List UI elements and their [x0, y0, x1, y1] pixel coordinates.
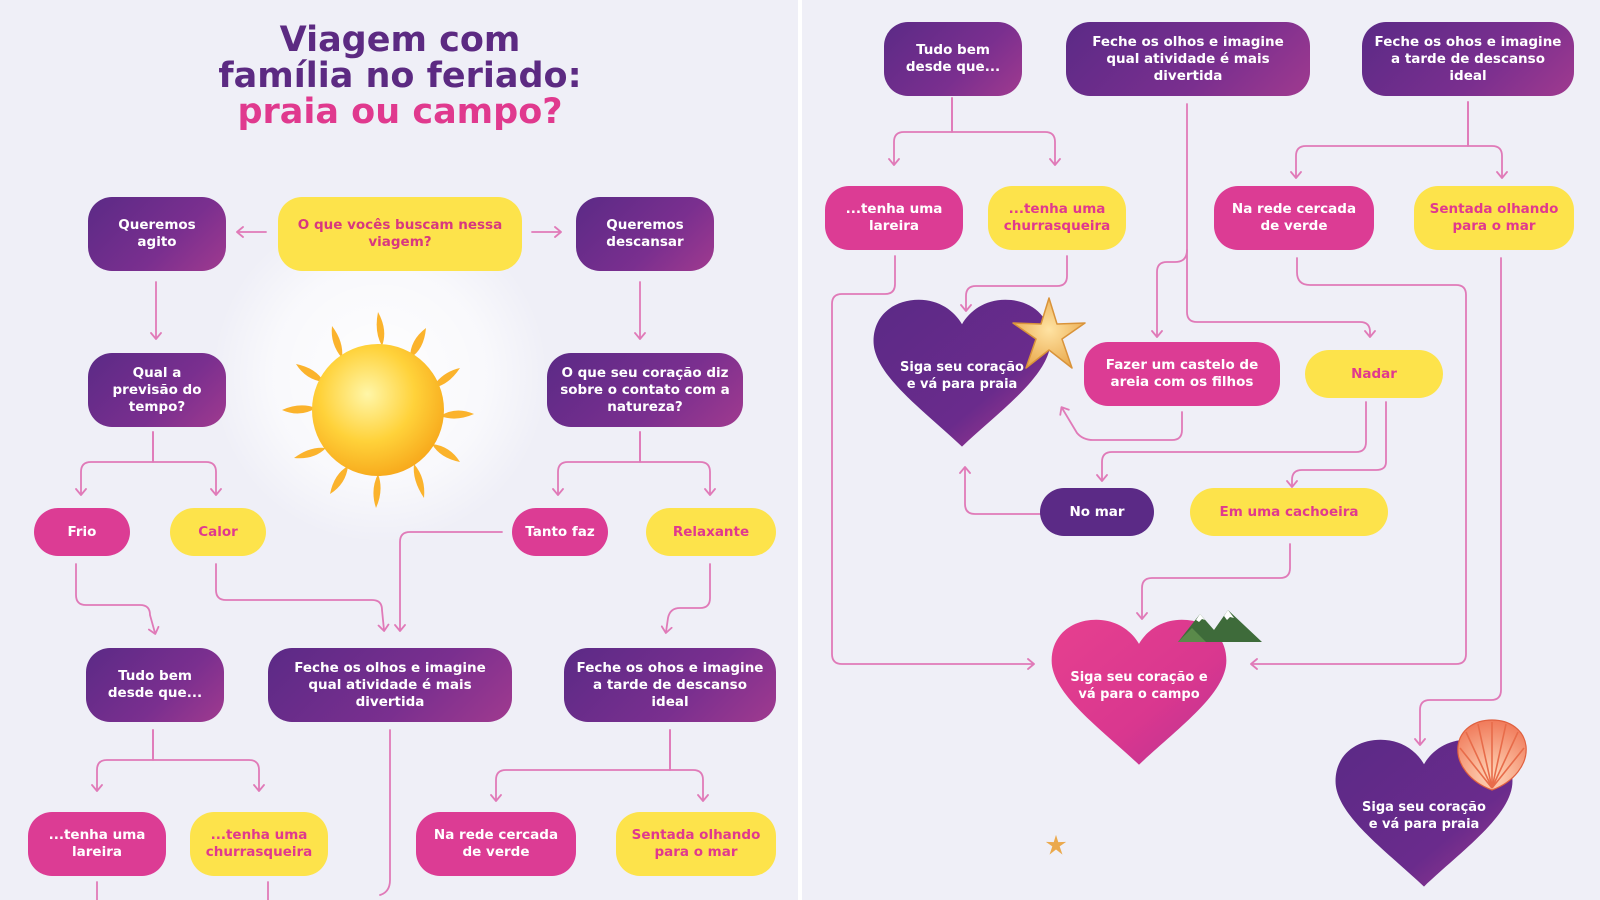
node-nadar: Nadar [1305, 350, 1443, 398]
heart-praia-2 [1335, 739, 1513, 887]
node-coracao: O que seu coração diz sobre o contato co… [547, 353, 743, 427]
node-churrasqueira: ...tenha uma churrasqueira [190, 812, 328, 876]
node-question: O que vocês buscam nessa viagem? [278, 197, 522, 271]
node-right-lareira: ...tenha uma lareira [825, 186, 963, 250]
node-calor: Calor [170, 508, 266, 556]
node-previsao: Qual a previsão do tempo? [88, 353, 226, 427]
node-right-sentada: Sentada olhando para o mar [1414, 186, 1574, 250]
node-castelo: Fazer um castelo de areia com os filhos [1084, 342, 1280, 406]
heart-praia-2-label: Siga seu coração e vá para praia [1362, 800, 1486, 832]
mountains-icon [1178, 610, 1262, 642]
node-lareira: ...tenha uma lareira [28, 812, 166, 876]
node-frio: Frio [34, 508, 130, 556]
node-tudo-bem: Tudo bem desde que... [86, 648, 224, 722]
node-rede: Na rede cercada de verde [416, 812, 576, 876]
title-line-2: família no feriado: [218, 56, 582, 96]
small-starfish-icon [1045, 834, 1067, 855]
node-right-rede: Na rede cercada de verde [1214, 186, 1374, 250]
node-queremos-agito: Queremos agito [88, 197, 226, 271]
starfish-icon [1012, 297, 1086, 369]
sun-icon [282, 312, 474, 508]
node-no-mar: No mar [1040, 488, 1154, 536]
node-feche-atividade: Feche os olhos e imagine qual atividade … [268, 648, 512, 722]
node-sentada: Sentada olhando para o mar [616, 812, 776, 876]
node-relaxante: Relaxante [646, 508, 776, 556]
node-queremos-descansar: Queremos descansar [576, 197, 714, 271]
seashell-icon [1457, 719, 1527, 791]
panel-divider [798, 0, 802, 900]
node-tanto-faz: Tanto faz [512, 508, 608, 556]
heart-campo-label: Siga seu coração e vá para o campo [1070, 670, 1208, 702]
node-right-feche-tarde: Feche os ohos e imagine a tarde de desca… [1362, 22, 1574, 96]
node-cachoeira: Em uma cachoeira [1190, 488, 1388, 536]
heart-praia-1-label: Siga seu coração e vá para praia [900, 360, 1024, 392]
page-title: Viagem com família no feriado: praia ou … [180, 22, 620, 130]
title-line-3: praia ou campo? [237, 92, 563, 132]
node-feche-tarde: Feche os ohos e imagine a tarde de desca… [564, 648, 776, 722]
title-line-1: Viagem com [279, 20, 521, 60]
node-right-churrasqueira: ...tenha uma churrasqueira [988, 186, 1126, 250]
node-right-feche-atividade: Feche os olhos e imagine qual atividade … [1066, 22, 1310, 96]
heart-campo [1051, 619, 1227, 765]
heart-praia-1 [873, 299, 1051, 447]
node-right-tudo-bem: Tudo bem desde que... [884, 22, 1022, 96]
